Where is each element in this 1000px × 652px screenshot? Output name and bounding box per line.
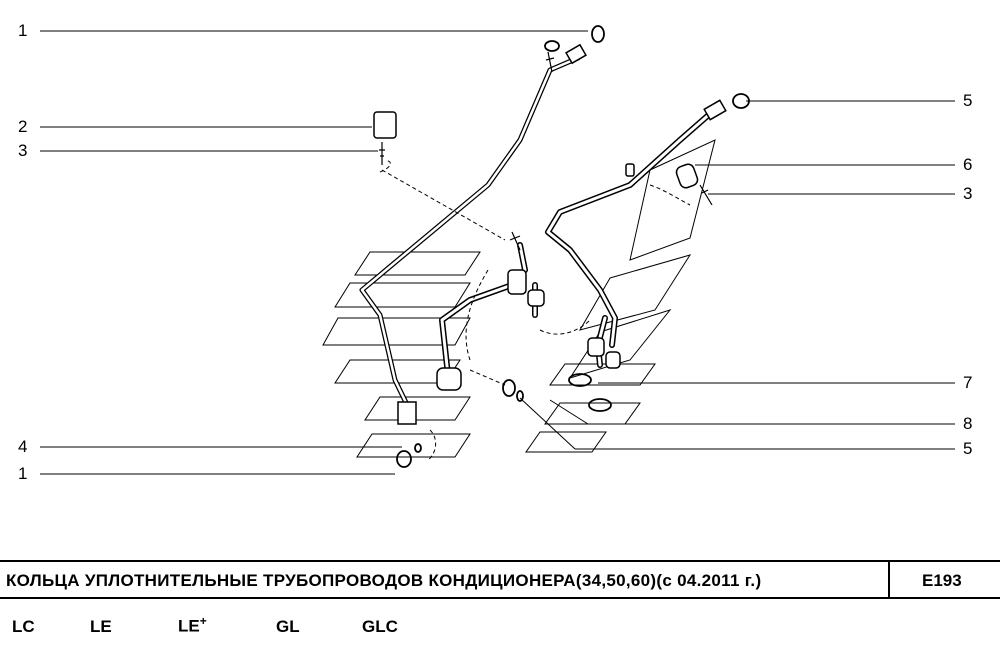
callout-left-1: 1 [18,21,28,40]
callout-right-1: 5 [963,91,973,110]
pipe-right [545,109,715,348]
variant-glc: GLC [362,617,398,636]
callout-left-2: 2 [18,117,28,136]
parts-diagram [40,25,955,475]
callout-right-5: 8 [963,414,973,433]
assembly-lines [379,159,691,461]
callout-right-6: 5 [963,439,973,458]
variant-plus-mark: + [199,614,207,628]
diagram-title: КОЛЬЦА УПЛОТНИТЕЛЬНЫЕ ТРУБОПРОВОДОВ КОНД… [6,571,762,590]
callout-left-3: 3 [18,141,28,160]
callout-left-5: 1 [18,464,28,483]
valves [379,51,713,251]
callout-right-4: 7 [963,373,973,392]
diagram-code: E193 [922,571,962,590]
fittings [373,43,727,425]
callout-right-2: 6 [963,155,973,174]
callout-right-3: 3 [963,184,973,203]
variant-lc: LC [12,617,35,636]
o-rings [396,25,750,468]
variant-le: LE [90,617,112,636]
title-divider [888,562,890,597]
variant-gl: GL [276,617,300,636]
body-outline [322,139,716,458]
callout-left-4: 4 [18,437,28,456]
variant-le-plus: LE+ [178,614,207,637]
leader-lines [40,30,955,475]
title-bar: КОЛЬЦА УПЛОТНИТЕЛЬНЫЕ ТРУБОПРОВОДОВ КОНД… [0,560,1000,599]
variant-le-plus-label: LE [178,616,200,636]
